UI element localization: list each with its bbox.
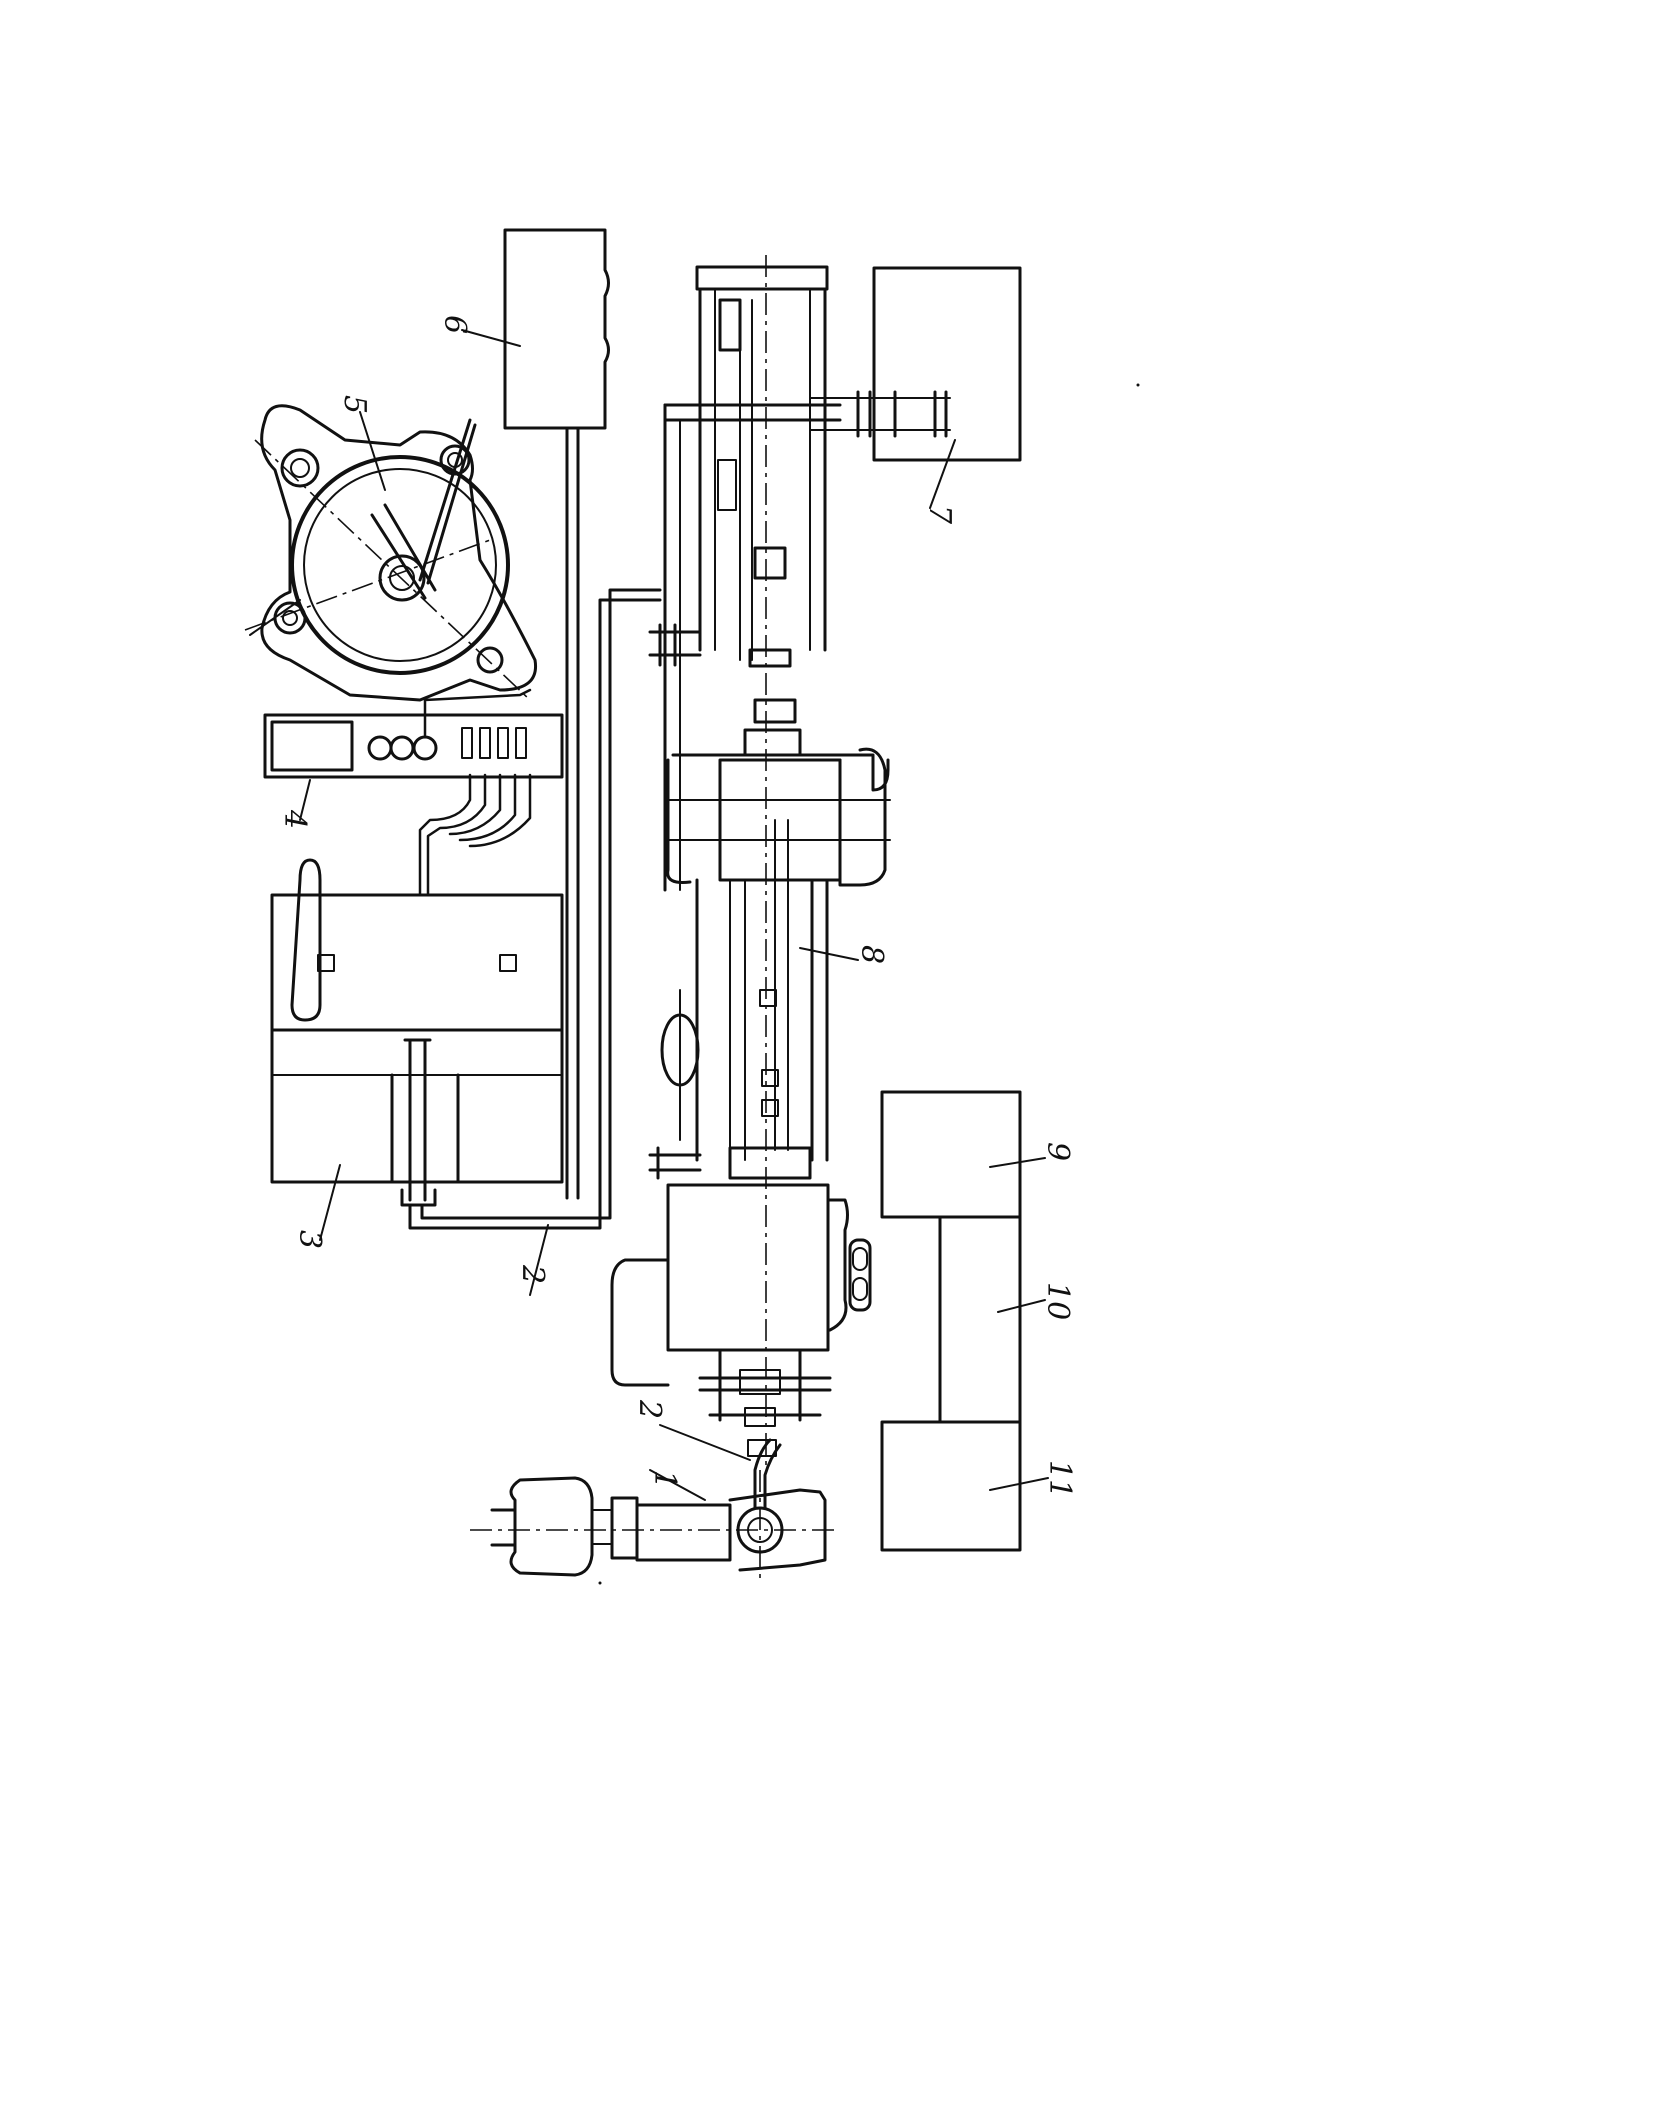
callout-5: 5 bbox=[337, 395, 372, 414]
callout-4: 4 bbox=[277, 809, 312, 829]
callout-2-lower: 2 bbox=[632, 1399, 667, 1419]
unit-11-block bbox=[880, 1420, 1022, 1552]
unit-3-cabinet bbox=[270, 858, 564, 1207]
callout-labels: 1 2 2 3 4 5 6 7 8 9 10 11 bbox=[277, 315, 1077, 1498]
unit-5-round-furnace bbox=[260, 404, 538, 702]
callout-9: 9 bbox=[1040, 1142, 1075, 1161]
callout-7: 7 bbox=[922, 505, 957, 525]
callout-11: 11 bbox=[1042, 1460, 1077, 1498]
unit-8-main-rig bbox=[610, 265, 891, 1457]
callout-1: 1 bbox=[647, 1470, 682, 1489]
unit-7-block bbox=[809, 266, 1022, 462]
unit-1-pump-motor bbox=[490, 1438, 827, 1577]
pipe-line-2 bbox=[408, 426, 662, 1230]
unit-6-block bbox=[503, 228, 610, 430]
unit-4-control-panel bbox=[263, 688, 564, 779]
callout-3: 3 bbox=[292, 1230, 327, 1249]
callout-2-upper: 2 bbox=[515, 1264, 550, 1284]
callout-6: 6 bbox=[437, 315, 472, 334]
unit-9-block bbox=[880, 1090, 1022, 1219]
callout-8: 8 bbox=[854, 945, 889, 964]
callout-10: 10 bbox=[1040, 1282, 1075, 1320]
unit-10-block bbox=[938, 1215, 1022, 1424]
cable-bundle bbox=[418, 773, 532, 897]
